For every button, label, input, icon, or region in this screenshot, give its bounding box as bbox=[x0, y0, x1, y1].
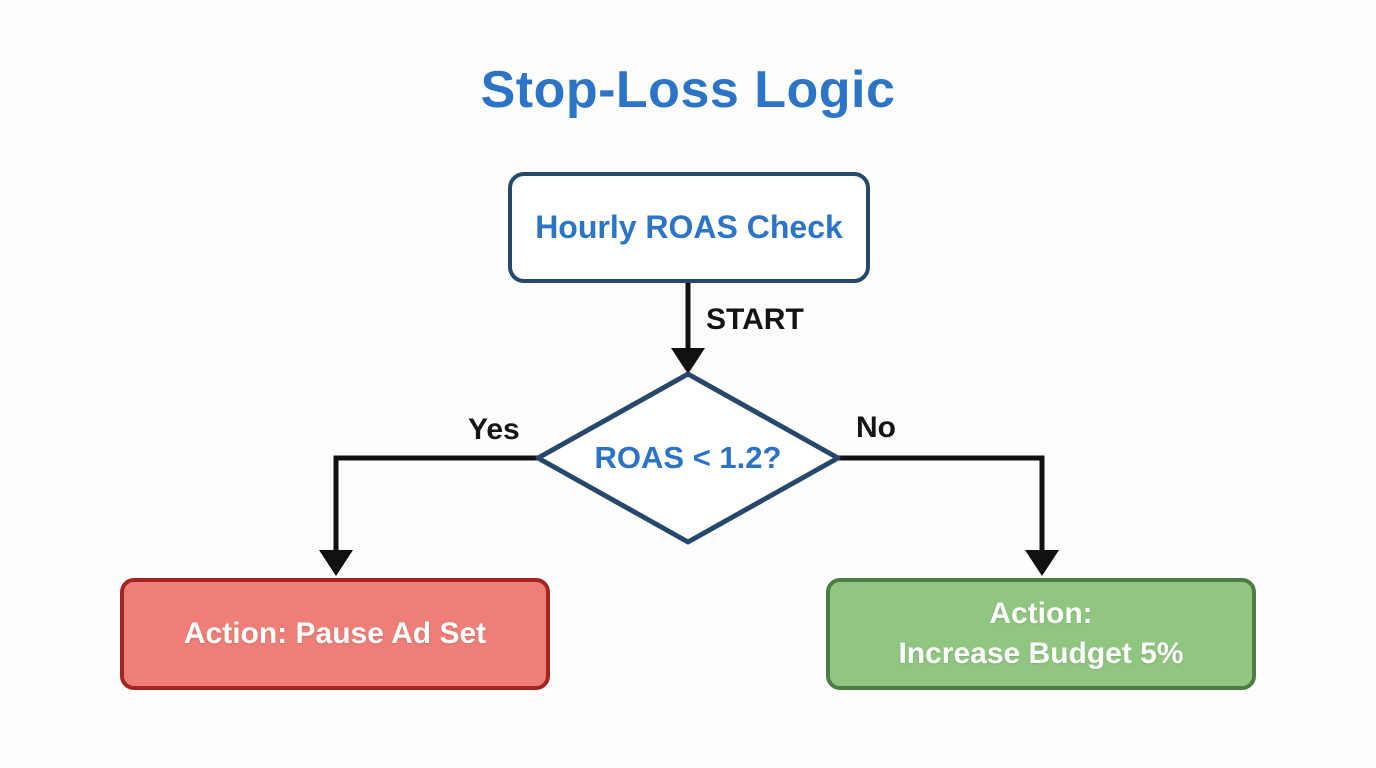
node-decision-label: ROAS < 1.2? bbox=[594, 440, 782, 475]
yes-arrowhead-icon bbox=[319, 550, 353, 576]
edge-label-no: No bbox=[856, 411, 896, 444]
node-action-increase-budget-line2: Increase Budget 5% bbox=[898, 637, 1184, 670]
node-action-pause-ad-set: Action: Pause Ad Set bbox=[120, 578, 550, 690]
node-hourly-roas-check: Hourly ROAS Check bbox=[508, 172, 870, 283]
no-arrowhead-icon bbox=[1025, 550, 1059, 576]
page-title: Stop-Loss Logic bbox=[480, 61, 896, 119]
edge-label-start: START bbox=[706, 303, 804, 336]
node-action-increase-budget: Action: Increase Budget 5% bbox=[826, 578, 1256, 690]
decision-diamond bbox=[535, 371, 841, 545]
node-action-increase-budget-line1: Action: bbox=[989, 597, 1093, 631]
node-hourly-roas-check-label: Hourly ROAS Check bbox=[535, 209, 843, 245]
edge-label-yes: Yes bbox=[468, 413, 520, 446]
node-action-pause-ad-set-label: Action: Pause Ad Set bbox=[183, 617, 487, 650]
start-arrowhead-icon bbox=[671, 348, 705, 374]
yes-edge-line bbox=[333, 455, 538, 554]
no-edge-line bbox=[838, 455, 1045, 554]
